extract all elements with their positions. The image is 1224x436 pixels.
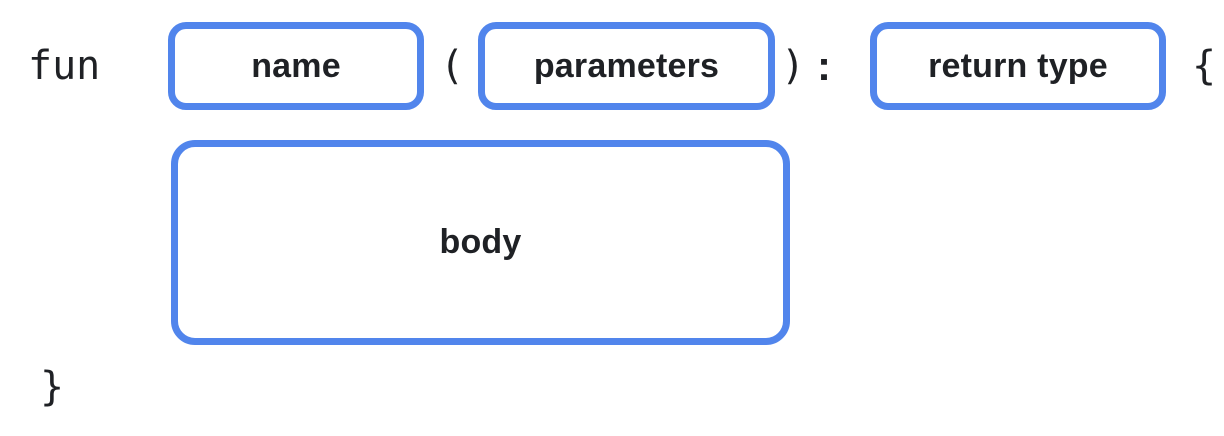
parameters-slot-label: parameters — [533, 46, 720, 85]
parameters-slot: parameters — [478, 22, 775, 110]
body-slot: body — [171, 140, 790, 345]
return-type-slot-label: return type — [928, 46, 1108, 85]
open-brace-token: { — [1192, 43, 1217, 89]
colon-token: : — [817, 42, 831, 89]
close-brace-token: } — [40, 364, 65, 410]
close-paren-token: ) — [781, 43, 806, 89]
body-slot-label: body — [439, 223, 522, 261]
name-slot-label: name — [251, 46, 341, 85]
return-type-slot: return type — [870, 22, 1166, 110]
open-paren-token: ( — [440, 43, 465, 89]
fun-keyword: fun — [28, 43, 101, 89]
name-slot: name — [168, 22, 424, 110]
